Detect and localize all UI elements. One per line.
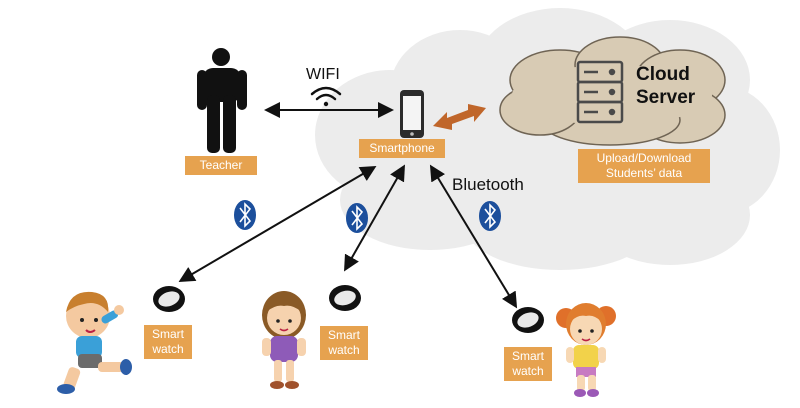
child-icon [57, 291, 132, 394]
cloud-server-line1: Cloud [636, 64, 690, 85]
smartwatch-tag-line1: Smart [151, 327, 184, 341]
bluetooth-link-middle [344, 164, 405, 272]
server-icon [576, 60, 624, 124]
smartwatch-icon [512, 307, 544, 333]
child-icon [262, 291, 306, 389]
cloud-server-title: Cloud Server [636, 63, 695, 109]
bluetooth-icon [234, 200, 256, 230]
smartphone-tag: Smartphone [359, 139, 445, 158]
smartwatch-tag-line2: watch [152, 342, 184, 356]
cloud-server-line2: Server [636, 87, 696, 108]
smartwatch-icon [153, 286, 185, 312]
upload-download-line2: Students’ data [605, 166, 683, 180]
person-icon [197, 48, 247, 153]
smartwatch-tag: Smart watch [320, 326, 368, 360]
smartwatch-tag: Smart watch [504, 347, 552, 381]
smartwatch-tag-line1: Smart [511, 349, 544, 363]
smartwatch-tag-line1: Smart [327, 328, 360, 342]
bluetooth-link-left [178, 165, 377, 283]
smartwatch-tag-line2: watch [512, 364, 544, 378]
bluetooth-link-right [429, 164, 518, 309]
wifi-label: WIFI [306, 66, 340, 83]
phone-server-arrow [433, 104, 486, 130]
bluetooth-icon [346, 203, 368, 233]
child-icon [556, 303, 616, 397]
smartphone-icon [400, 90, 424, 138]
upload-download-tag: Upload/Download Students’ data [578, 149, 710, 183]
smartwatch-tag: Smart watch [144, 325, 192, 359]
smartwatch-tag-line2: watch [328, 343, 360, 357]
bluetooth-label: Bluetooth [452, 175, 524, 194]
smartwatch-icon [329, 285, 361, 311]
bluetooth-icon [479, 201, 501, 231]
teacher-label: Teacher [199, 158, 243, 172]
teacher-tag: Teacher [185, 156, 257, 175]
smartphone-label: Smartphone [369, 141, 435, 155]
upload-download-line1: Upload/Download [596, 151, 692, 165]
